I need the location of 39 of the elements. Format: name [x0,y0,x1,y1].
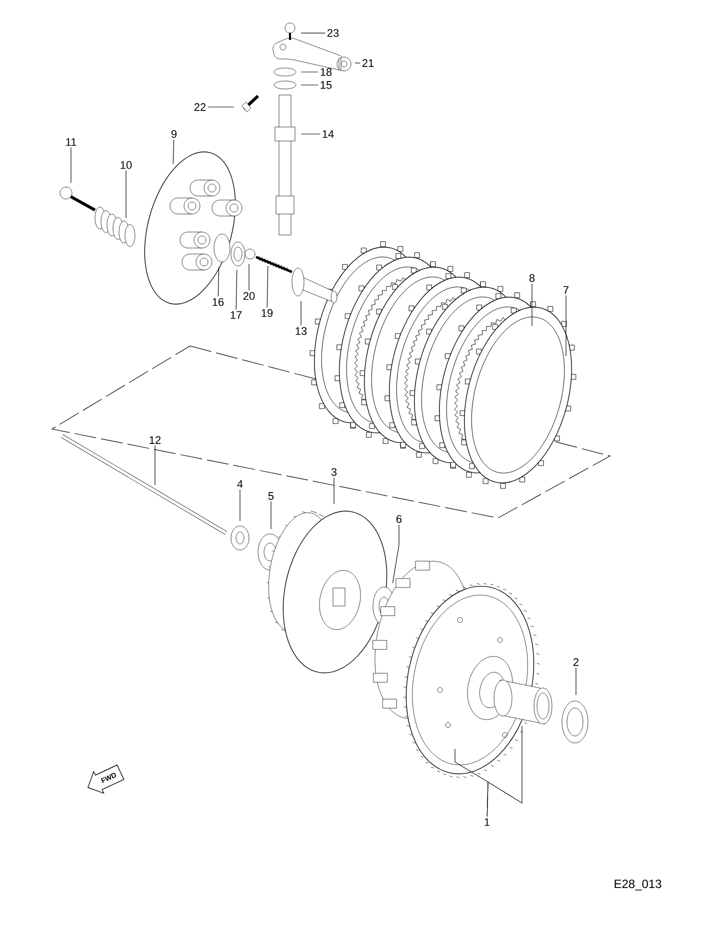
leader-line [300,32,326,34]
leader-line [392,524,400,584]
callout-number: 13 [296,327,307,335]
callout-number: 8 [529,274,535,282]
callout-number: 5 [268,492,274,500]
callout-number: 23 [327,29,339,37]
callout-number: 20 [243,292,255,300]
callout-number: 18 [320,68,332,76]
leader-line [300,300,302,326]
callout-number: 12 [150,436,161,444]
leader-line [270,501,272,530]
callout-number: 10 [120,161,132,169]
callout-number: 17 [230,311,242,319]
callout-number: 7 [564,286,568,294]
callout-number: 3 [331,468,337,476]
callout-number: 14 [322,130,334,138]
callout-number: 6 [396,515,402,523]
leader-line [486,726,522,817]
leader-line [300,84,318,86]
leader-line [266,266,268,308]
leader-line [172,139,174,164]
callout-number: 22 [194,103,206,111]
callout-number: 16 [212,298,224,306]
leader-line [248,264,250,291]
callout-number: 2 [573,658,578,666]
leader-line [70,147,72,184]
leader-line [154,445,156,486]
leader-line [218,266,220,297]
callout-number: 9 [171,130,177,138]
leader-line [354,62,360,64]
callout-number: 19 [262,309,273,317]
callout-number: 15 [320,81,332,89]
callout-number: 21 [362,59,374,67]
callout-number: 4 [237,480,243,488]
leader-line [208,106,234,108]
callout-number: 11 [66,138,76,146]
leader-line [236,270,238,310]
callout-number: 1 [484,818,490,826]
drawing-code: E28_013 [614,880,662,890]
